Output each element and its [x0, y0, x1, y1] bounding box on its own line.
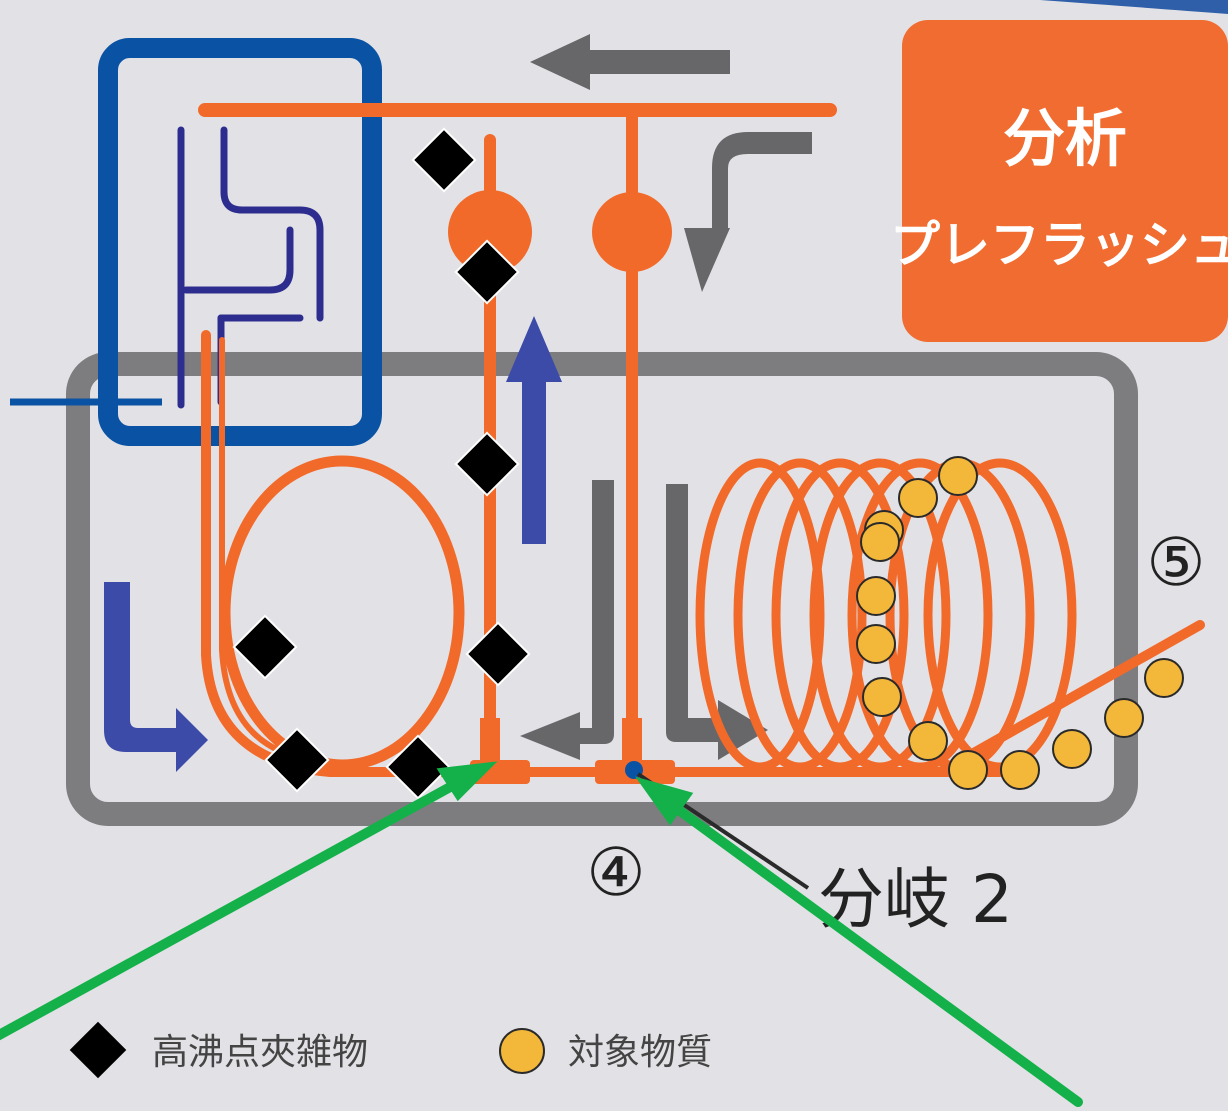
impurity-marker [454, 431, 520, 497]
l-arrow [104, 582, 208, 772]
yellow-circle-icon [499, 1028, 545, 1074]
target-marker [1000, 750, 1040, 790]
target-marker [938, 456, 978, 496]
impurity-marker [264, 727, 330, 793]
impurity-marker [385, 734, 451, 800]
gray-arrows [520, 34, 812, 760]
oven-frame [66, 352, 1138, 826]
point-5-label: ⑤ [1146, 524, 1205, 601]
valves [448, 190, 672, 274]
point-4-label: ④ [586, 834, 645, 911]
green-arrow-right [671, 803, 1083, 1107]
impurity-marker [454, 239, 520, 305]
impurities [232, 127, 531, 800]
targets [856, 456, 1184, 790]
target-marker [898, 478, 938, 518]
green-arrow-left [0, 781, 457, 1041]
analysis-box [902, 20, 1228, 342]
legend: 高沸点夾雑物 対象物質 [69, 1021, 712, 1079]
valve-left [448, 190, 532, 274]
impurity-marker [411, 127, 477, 193]
green-pointers [0, 761, 1083, 1107]
target-marker [856, 576, 896, 616]
legend-label-target: 対象物質 [568, 1032, 712, 1073]
tubing [198, 103, 1205, 777]
target-marker [862, 677, 902, 717]
analysis-title: 分析 [1003, 102, 1127, 175]
top-left-arrow [530, 34, 730, 90]
target-marker [1104, 698, 1144, 738]
blue-arrows [104, 316, 562, 772]
target-marker [856, 624, 896, 664]
legend-label-impurity: 高沸点夾雑物 [152, 1032, 368, 1073]
target-marker [908, 721, 948, 761]
target-marker [1052, 729, 1092, 769]
target-marker [1144, 658, 1184, 698]
target-marker [860, 522, 900, 562]
down-left-arrow [520, 480, 614, 760]
analysis-subtitle: プレフラッシュ [890, 216, 1228, 274]
curved-down-arrow [684, 132, 812, 292]
target-marker [948, 750, 988, 790]
impurity-marker [465, 621, 531, 687]
up-arrow [506, 316, 562, 544]
black-diamond-icon [69, 1021, 127, 1079]
branch-label: 分岐 2 [818, 861, 1013, 938]
corner-decoration [1040, 0, 1228, 14]
injector-frame [98, 38, 382, 446]
impurity-marker [232, 614, 298, 680]
valve-right [592, 192, 672, 272]
